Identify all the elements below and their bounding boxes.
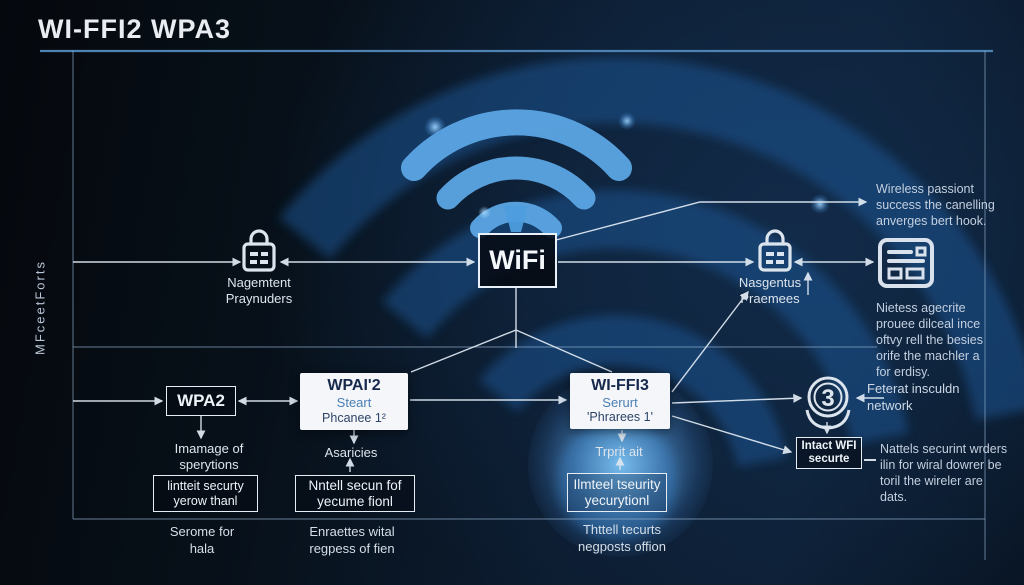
note-feterat: Feterat insculdn network xyxy=(867,381,960,413)
note-nietess: Nietess agecrite prouee dilceal ince oft… xyxy=(876,301,983,379)
wpai2-subtitle: Steart xyxy=(336,395,372,411)
lock-right-label: Nasgentus Praemees xyxy=(714,275,826,308)
intact-node: Intact WFI securte xyxy=(796,437,862,469)
asaricies-label: Asaricies xyxy=(324,445,378,460)
wifi-node-label: WiFi xyxy=(489,245,546,275)
wpai2-title: WPAI'2 xyxy=(327,377,381,394)
lock-icon xyxy=(758,229,792,272)
lock-left-label-line2: Praynuders xyxy=(225,291,293,307)
nntell-node: Nntell secun fof yecume fionl xyxy=(295,475,415,512)
intact-node-line2: securte xyxy=(808,453,850,465)
caption-center: Thttell tecurts negposts offion xyxy=(578,522,666,554)
lock-right-label-line1: Nasgentus xyxy=(738,275,802,290)
ilmteel-node-line2: yecurytionl xyxy=(584,492,650,508)
wpai2-detail: Phcanee 1² xyxy=(322,410,386,425)
page-title: WI-FFI2 WPA3 xyxy=(38,14,231,44)
ilmteel-node: Ilmteel tseurity yecurytionl xyxy=(567,473,667,512)
lock-left-label-line1: Nagemtent xyxy=(227,275,291,290)
caption-left: Serome for hala xyxy=(169,524,235,556)
note-nattels: Nattels securint wrders ilin for wiral d… xyxy=(880,442,1008,504)
imamage-label: Imamage of sperytions xyxy=(174,441,244,473)
nntell-node-line1: Nntell secun fof xyxy=(308,477,402,493)
badge-3-icon: 3 xyxy=(805,376,851,430)
lock-icon xyxy=(242,229,276,272)
lintteit-node-line1: lintteit securty xyxy=(167,479,244,494)
caption-mid: Enraettes wital regpess of fien xyxy=(309,524,395,556)
badge-number: 3 xyxy=(821,385,834,412)
lintteit-node-line2: yerow thanl xyxy=(173,493,238,508)
ilmteel-node-line1: Ilmteel tseurity xyxy=(573,476,661,492)
wpai2-node: WPAI'2 Steart Phcanee 1² xyxy=(300,373,408,430)
wiffi3-title: WI-FFI3 xyxy=(591,376,649,394)
wiffi3-node: WI-FFI3 Serurt 'Phrarees 1' xyxy=(570,373,670,429)
document-icon xyxy=(878,238,934,288)
lock-left-label: Nagemtent Praynuders xyxy=(199,275,319,308)
wifi-beam-icon xyxy=(504,206,528,232)
wifi-node: WiFi xyxy=(478,233,557,288)
wpa2-node-label: WPA2 xyxy=(177,391,225,411)
trprit-label: Trprit ait xyxy=(595,444,643,459)
wiffi3-subtitle: Serurt xyxy=(602,394,638,410)
lintteit-node: lintteit securty yerow thanl xyxy=(153,475,258,512)
intact-node-line1: Intact WFI xyxy=(801,439,857,452)
side-vertical-label: MFceetForts xyxy=(32,260,48,355)
note-wireless: Wireless passiont success the canelling … xyxy=(876,182,995,228)
nntell-node-line2: yecume fionl xyxy=(317,493,393,509)
lock-right-label-line2: Praemees xyxy=(740,291,800,307)
wiffi3-detail: 'Phrarees 1' xyxy=(587,410,653,425)
wpa2-node: WPA2 xyxy=(166,386,236,416)
